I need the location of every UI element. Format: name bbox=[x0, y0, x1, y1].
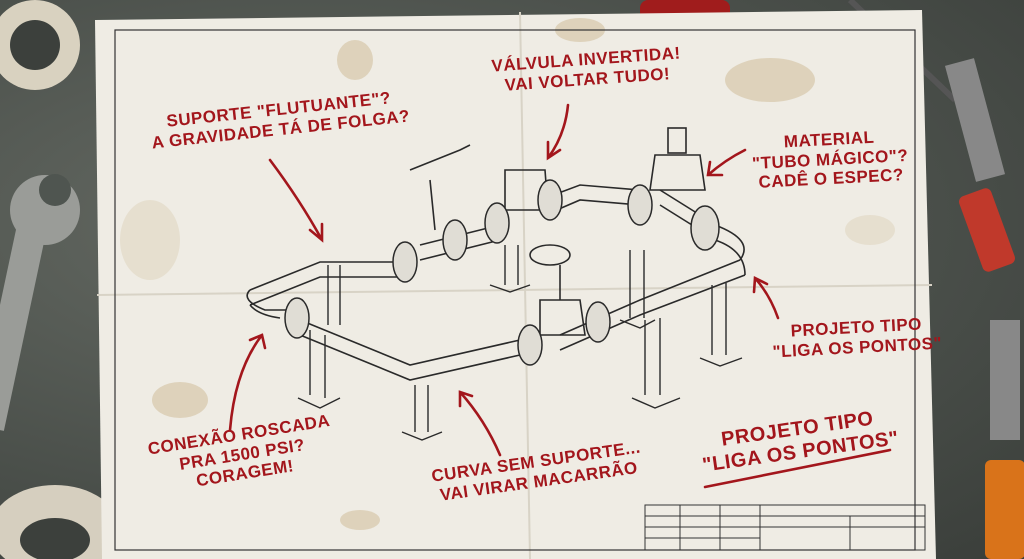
tape-roll-icon bbox=[0, 485, 120, 559]
wrench-icon bbox=[0, 174, 80, 431]
pipe-supports bbox=[297, 245, 743, 441]
stains bbox=[120, 18, 895, 530]
flanges bbox=[284, 179, 720, 366]
annotation-arrows bbox=[228, 103, 892, 489]
title-block bbox=[644, 504, 926, 551]
tape-roll-icon bbox=[0, 0, 80, 90]
annotation-material: Material "Tubo mágico"? Cadê o espec? bbox=[751, 127, 909, 192]
drawing-border bbox=[114, 29, 916, 551]
pliers-icon bbox=[944, 58, 1024, 559]
paper-sheet bbox=[95, 10, 936, 559]
